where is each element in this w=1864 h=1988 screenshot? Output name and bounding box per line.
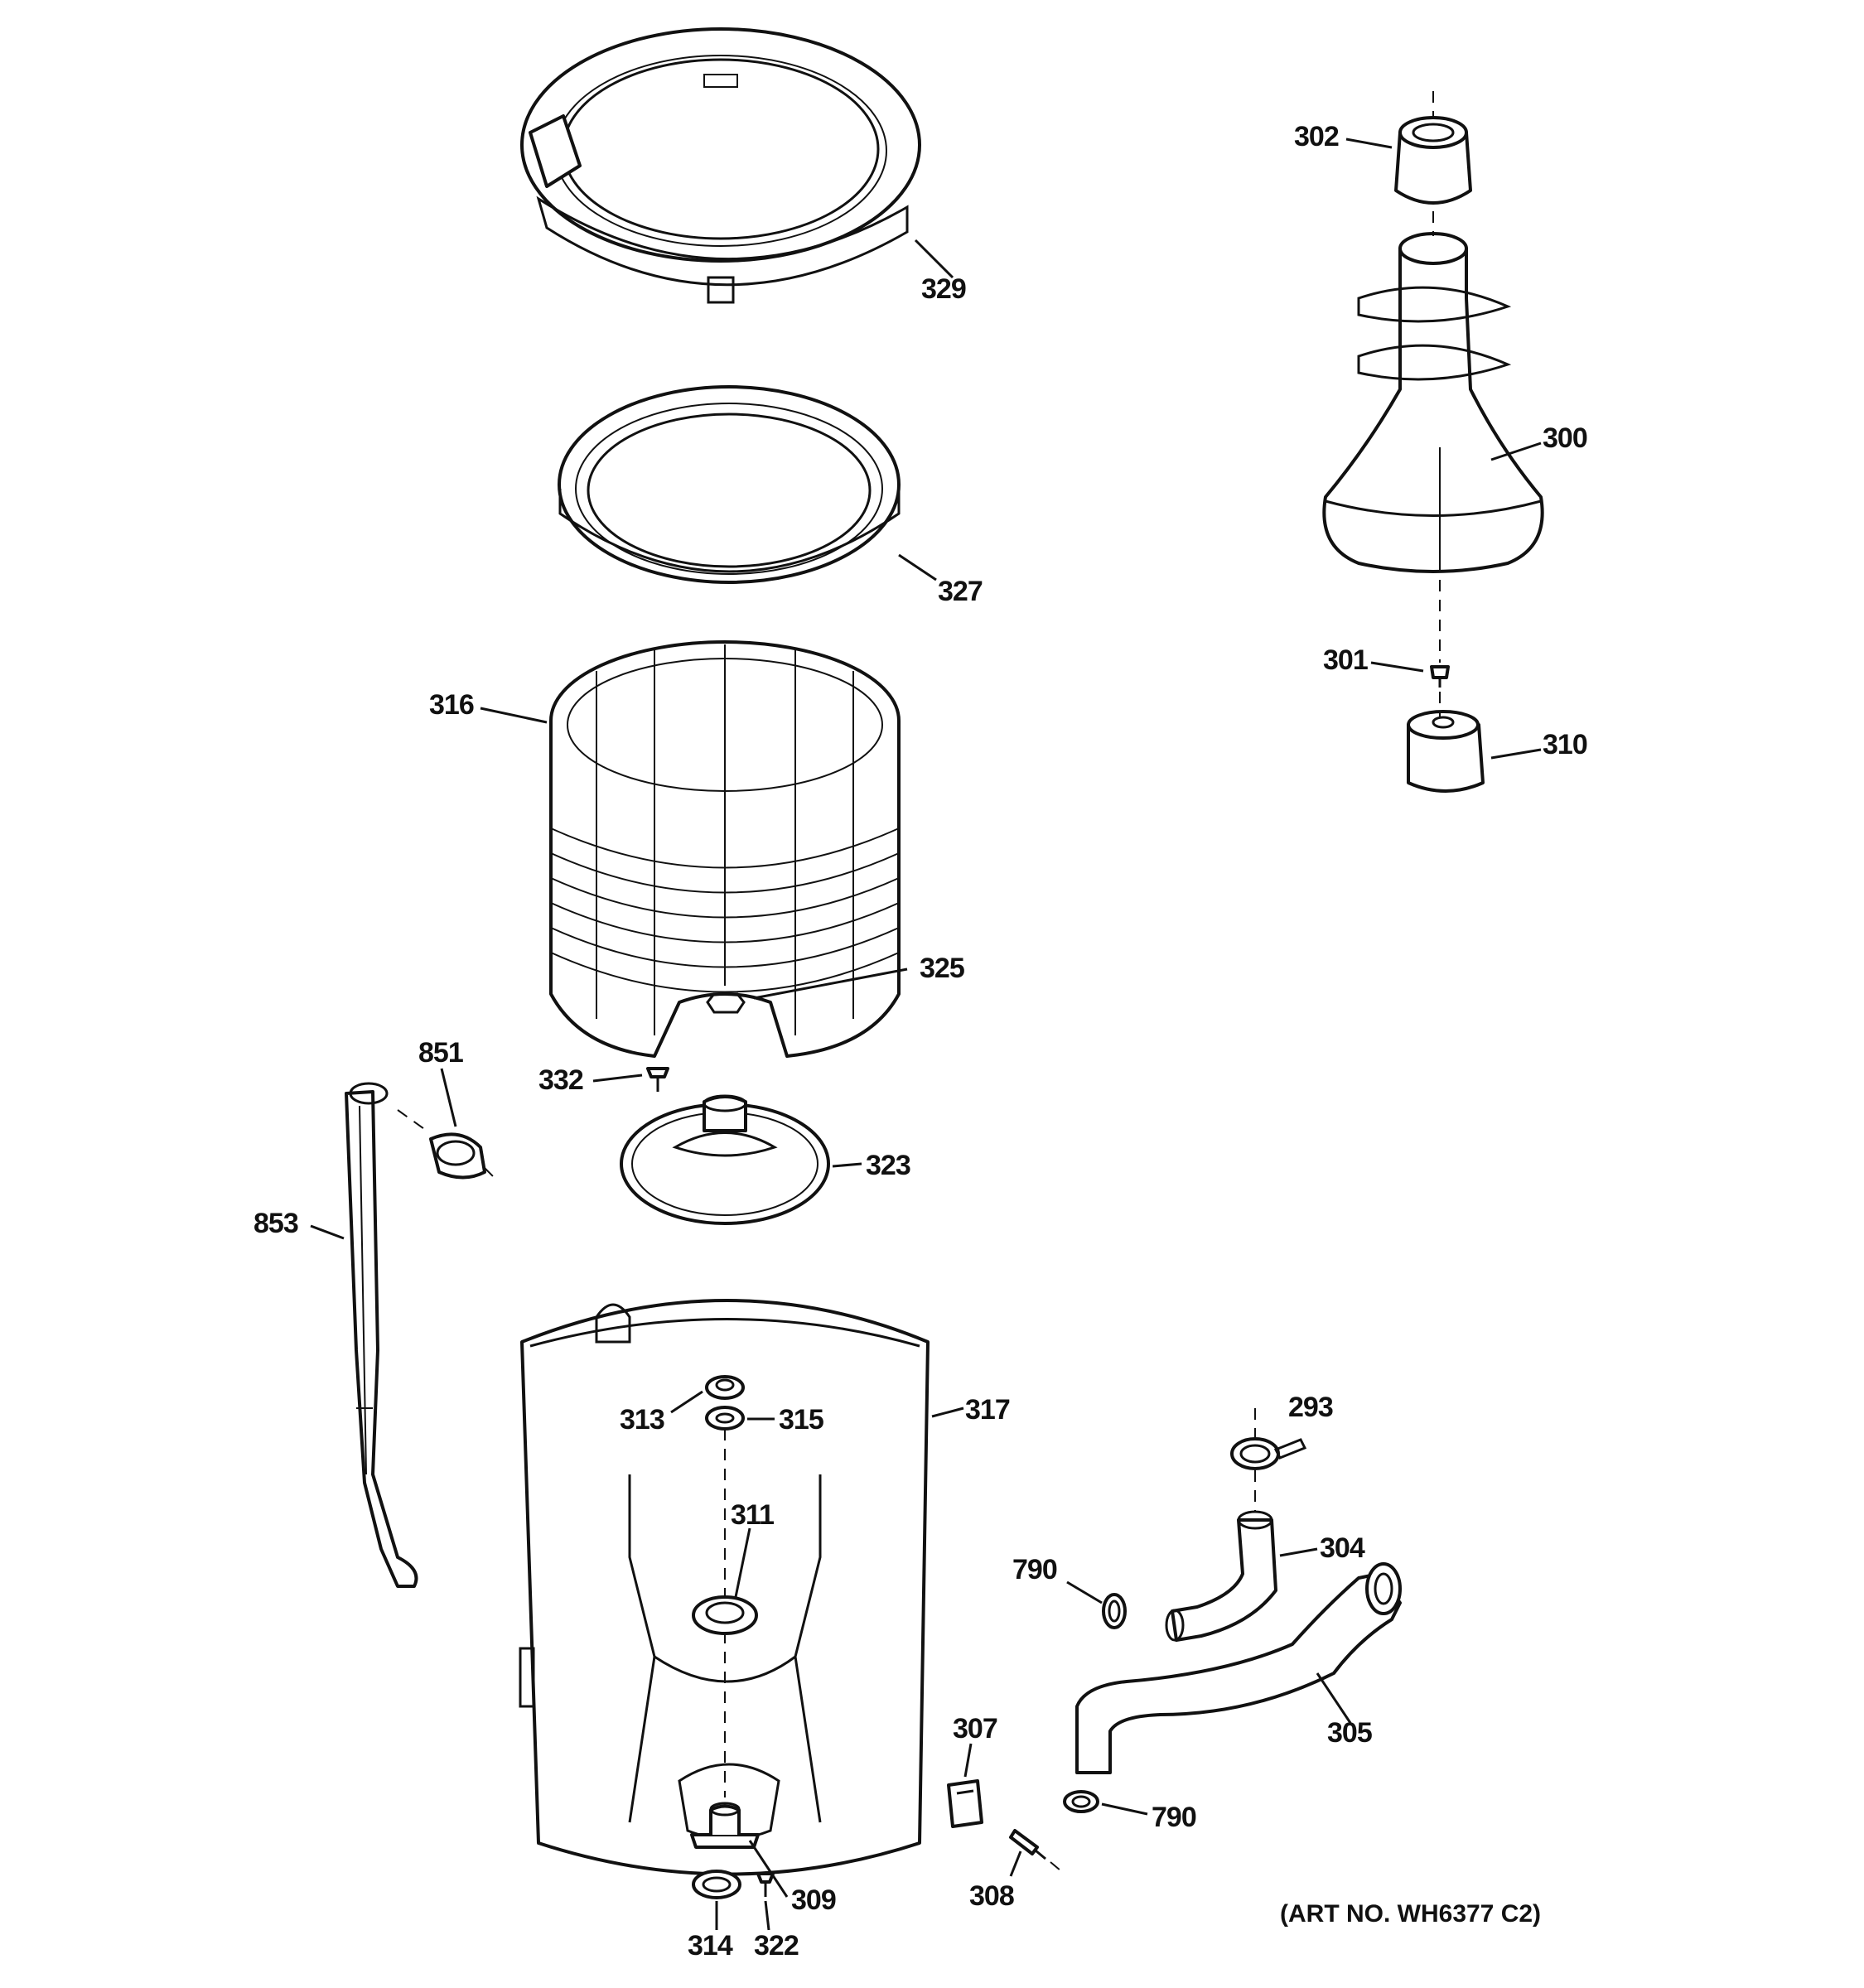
callout-327: 327	[938, 576, 983, 607]
part-311-seal	[692, 1595, 758, 1635]
callout-317: 317	[965, 1394, 1010, 1426]
part-851-plug	[429, 1132, 486, 1180]
callout-316: 316	[429, 689, 474, 721]
part-309-drain-fitting	[690, 1802, 760, 1849]
callout-307: 307	[953, 1713, 997, 1744]
part-293-clamp	[1230, 1437, 1307, 1470]
part-316-wash-basket	[549, 640, 901, 1058]
callout-309: 309	[791, 1884, 836, 1916]
part-327-balance-ring	[558, 385, 901, 584]
callout-315: 315	[779, 1404, 823, 1436]
centre-lines	[397, 91, 1441, 1871]
part-300-agitator	[1322, 232, 1544, 573]
part-332-screw	[646, 1067, 669, 1092]
callout-305: 305	[1327, 1717, 1372, 1749]
leader-lines	[310, 138, 1542, 1931]
callout-293: 293	[1288, 1392, 1333, 1423]
callout-302: 302	[1294, 121, 1339, 152]
art-number: (ART NO. WH6377 C2)	[1280, 1900, 1541, 1928]
part-301-bolt	[1430, 665, 1450, 688]
callout-labels: 329 302 300 327 301 310 316 325 851 332 …	[254, 121, 1588, 1961]
callout-851: 851	[418, 1037, 463, 1069]
part-304-hose	[1165, 1510, 1277, 1642]
callout-311: 311	[731, 1499, 774, 1531]
part-322-screw	[756, 1872, 775, 1897]
callout-313: 313	[620, 1404, 664, 1436]
callout-329: 329	[921, 273, 966, 305]
part-302-cap	[1394, 116, 1472, 205]
part-323-hub	[620, 1094, 830, 1225]
part-308-screw	[1009, 1829, 1046, 1860]
part-313-nut	[705, 1375, 745, 1400]
callout-790-upper: 790	[1012, 1554, 1057, 1585]
part-790-clamp-lower	[1063, 1790, 1099, 1813]
callout-300: 300	[1543, 422, 1587, 454]
callout-853: 853	[254, 1208, 298, 1239]
callout-323: 323	[866, 1150, 910, 1181]
part-853-tube	[345, 1082, 418, 1588]
callout-325: 325	[920, 953, 964, 984]
part-315-washer	[705, 1406, 745, 1431]
part-314-gasket	[692, 1870, 741, 1899]
callout-304: 304	[1320, 1532, 1365, 1564]
callout-310: 310	[1543, 729, 1587, 760]
callout-790-lower: 790	[1152, 1802, 1196, 1833]
part-307-clip	[947, 1779, 983, 1828]
part-305-drain-hose	[1075, 1562, 1402, 1774]
callout-314: 314	[688, 1930, 733, 1961]
callout-332: 332	[538, 1064, 583, 1096]
part-329-tub-cover	[520, 27, 921, 304]
callout-322: 322	[754, 1930, 799, 1961]
callout-301: 301	[1323, 644, 1368, 676]
callout-308: 308	[969, 1880, 1014, 1912]
part-310-cap	[1407, 710, 1485, 793]
part-790-clamp-upper	[1102, 1593, 1127, 1629]
part-317-outer-tub	[519, 1299, 930, 1876]
